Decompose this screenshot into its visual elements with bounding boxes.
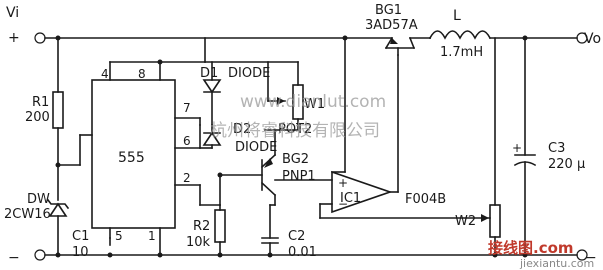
d2-diode: D2 DIODE — [202, 122, 277, 155]
r1-value: 200 — [25, 110, 50, 125]
d1-type: DIODE — [228, 66, 270, 81]
w1-ref: W1 — [304, 97, 325, 112]
vi-plus-sign: + — [8, 30, 20, 46]
c3-capacitor: + C3 220 μ — [512, 37, 585, 256]
ic1-opamp: + − IC1 F004B — [274, 37, 491, 219]
bg2-ref: BG2 — [282, 152, 309, 167]
vo-terminal-bottom — [576, 249, 588, 261]
pin-8: 8 — [138, 67, 146, 81]
bottom-rail — [34, 249, 588, 261]
vi-terminal-bottom — [34, 249, 46, 261]
d1-diode: D1 DIODE — [200, 61, 270, 126]
pin-2: 2 — [183, 171, 191, 185]
dw-value: 2CW16 — [4, 207, 51, 222]
top-rail — [34, 32, 588, 44]
w2-ref: W2 — [455, 214, 476, 229]
ic1-noninv: + — [338, 176, 348, 190]
bg1-type: 3AD57A — [365, 18, 418, 33]
d1-ref: D1 — [200, 66, 218, 81]
w2-potentiometer: W2 — [455, 37, 501, 256]
watermark-cn: 杭州将睿科技有限公司 — [210, 121, 380, 141]
vi-label: Vi — [6, 5, 19, 21]
bg2-type: PNP1 — [282, 169, 316, 184]
c3-ref: C3 — [548, 141, 565, 156]
w1-potentiometer: W1 POT2 — [264, 61, 325, 137]
bg1-ref: BG1 — [375, 3, 402, 18]
pot2-ref: POT2 — [278, 122, 312, 137]
bg1-transistor: BG1 3AD57A — [365, 3, 418, 56]
c3-plus: + — [512, 141, 522, 155]
ic555-label: 555 — [118, 150, 145, 166]
c3-value: 220 μ — [548, 157, 585, 172]
ic1-inv: − — [338, 197, 348, 211]
pin-7: 7 — [183, 101, 191, 115]
pin-4: 4 — [101, 67, 109, 81]
l-ref: L — [453, 8, 461, 24]
c1-ref: C1 — [72, 229, 89, 244]
watermark-url: www.dianlut.com — [240, 92, 386, 112]
vo-terminal-top — [576, 32, 588, 44]
pin-6: 6 — [183, 134, 191, 148]
dw-zener-diode: DW 2CW16 — [4, 164, 70, 256]
pin-5: 5 — [115, 229, 123, 243]
c2-value: 0.01 — [288, 245, 317, 260]
l-inductor: L 1.7mH — [428, 8, 492, 60]
c2-capacitor: C2 0.01 — [261, 204, 317, 260]
vo-minus-sign: − — [585, 250, 597, 266]
l-value: 1.7mH — [440, 45, 483, 60]
ic1-ref: IC1 — [340, 191, 361, 206]
r1-ref: R1 — [32, 95, 49, 110]
vi-terminal-top — [34, 32, 46, 44]
vo-label: Vo — [584, 31, 601, 47]
watermark-small: jiexiantu.com — [519, 257, 594, 270]
watermark-logo: 接线图.com — [488, 239, 574, 257]
d2-ref: D2 — [233, 122, 251, 137]
dw-ref: DW — [27, 192, 50, 207]
c2-ref: C2 — [288, 229, 305, 244]
d2-type: DIODE — [235, 140, 277, 155]
r2-value: 10k — [186, 235, 211, 250]
c1-capacitor: C1 10 — [72, 229, 111, 260]
ic-555-chip: 555 4 8 7 6 2 5 1 — [91, 37, 206, 256]
vi-minus-sign: − — [8, 250, 20, 266]
ic1-part: F004B — [405, 192, 446, 207]
r2-ref: R2 — [193, 219, 210, 234]
r2-resistor: R2 10k — [186, 172, 226, 256]
pin-1: 1 — [148, 229, 156, 243]
c1-value: 10 — [72, 245, 89, 260]
r1-resistor: R1 200 — [25, 37, 64, 168]
